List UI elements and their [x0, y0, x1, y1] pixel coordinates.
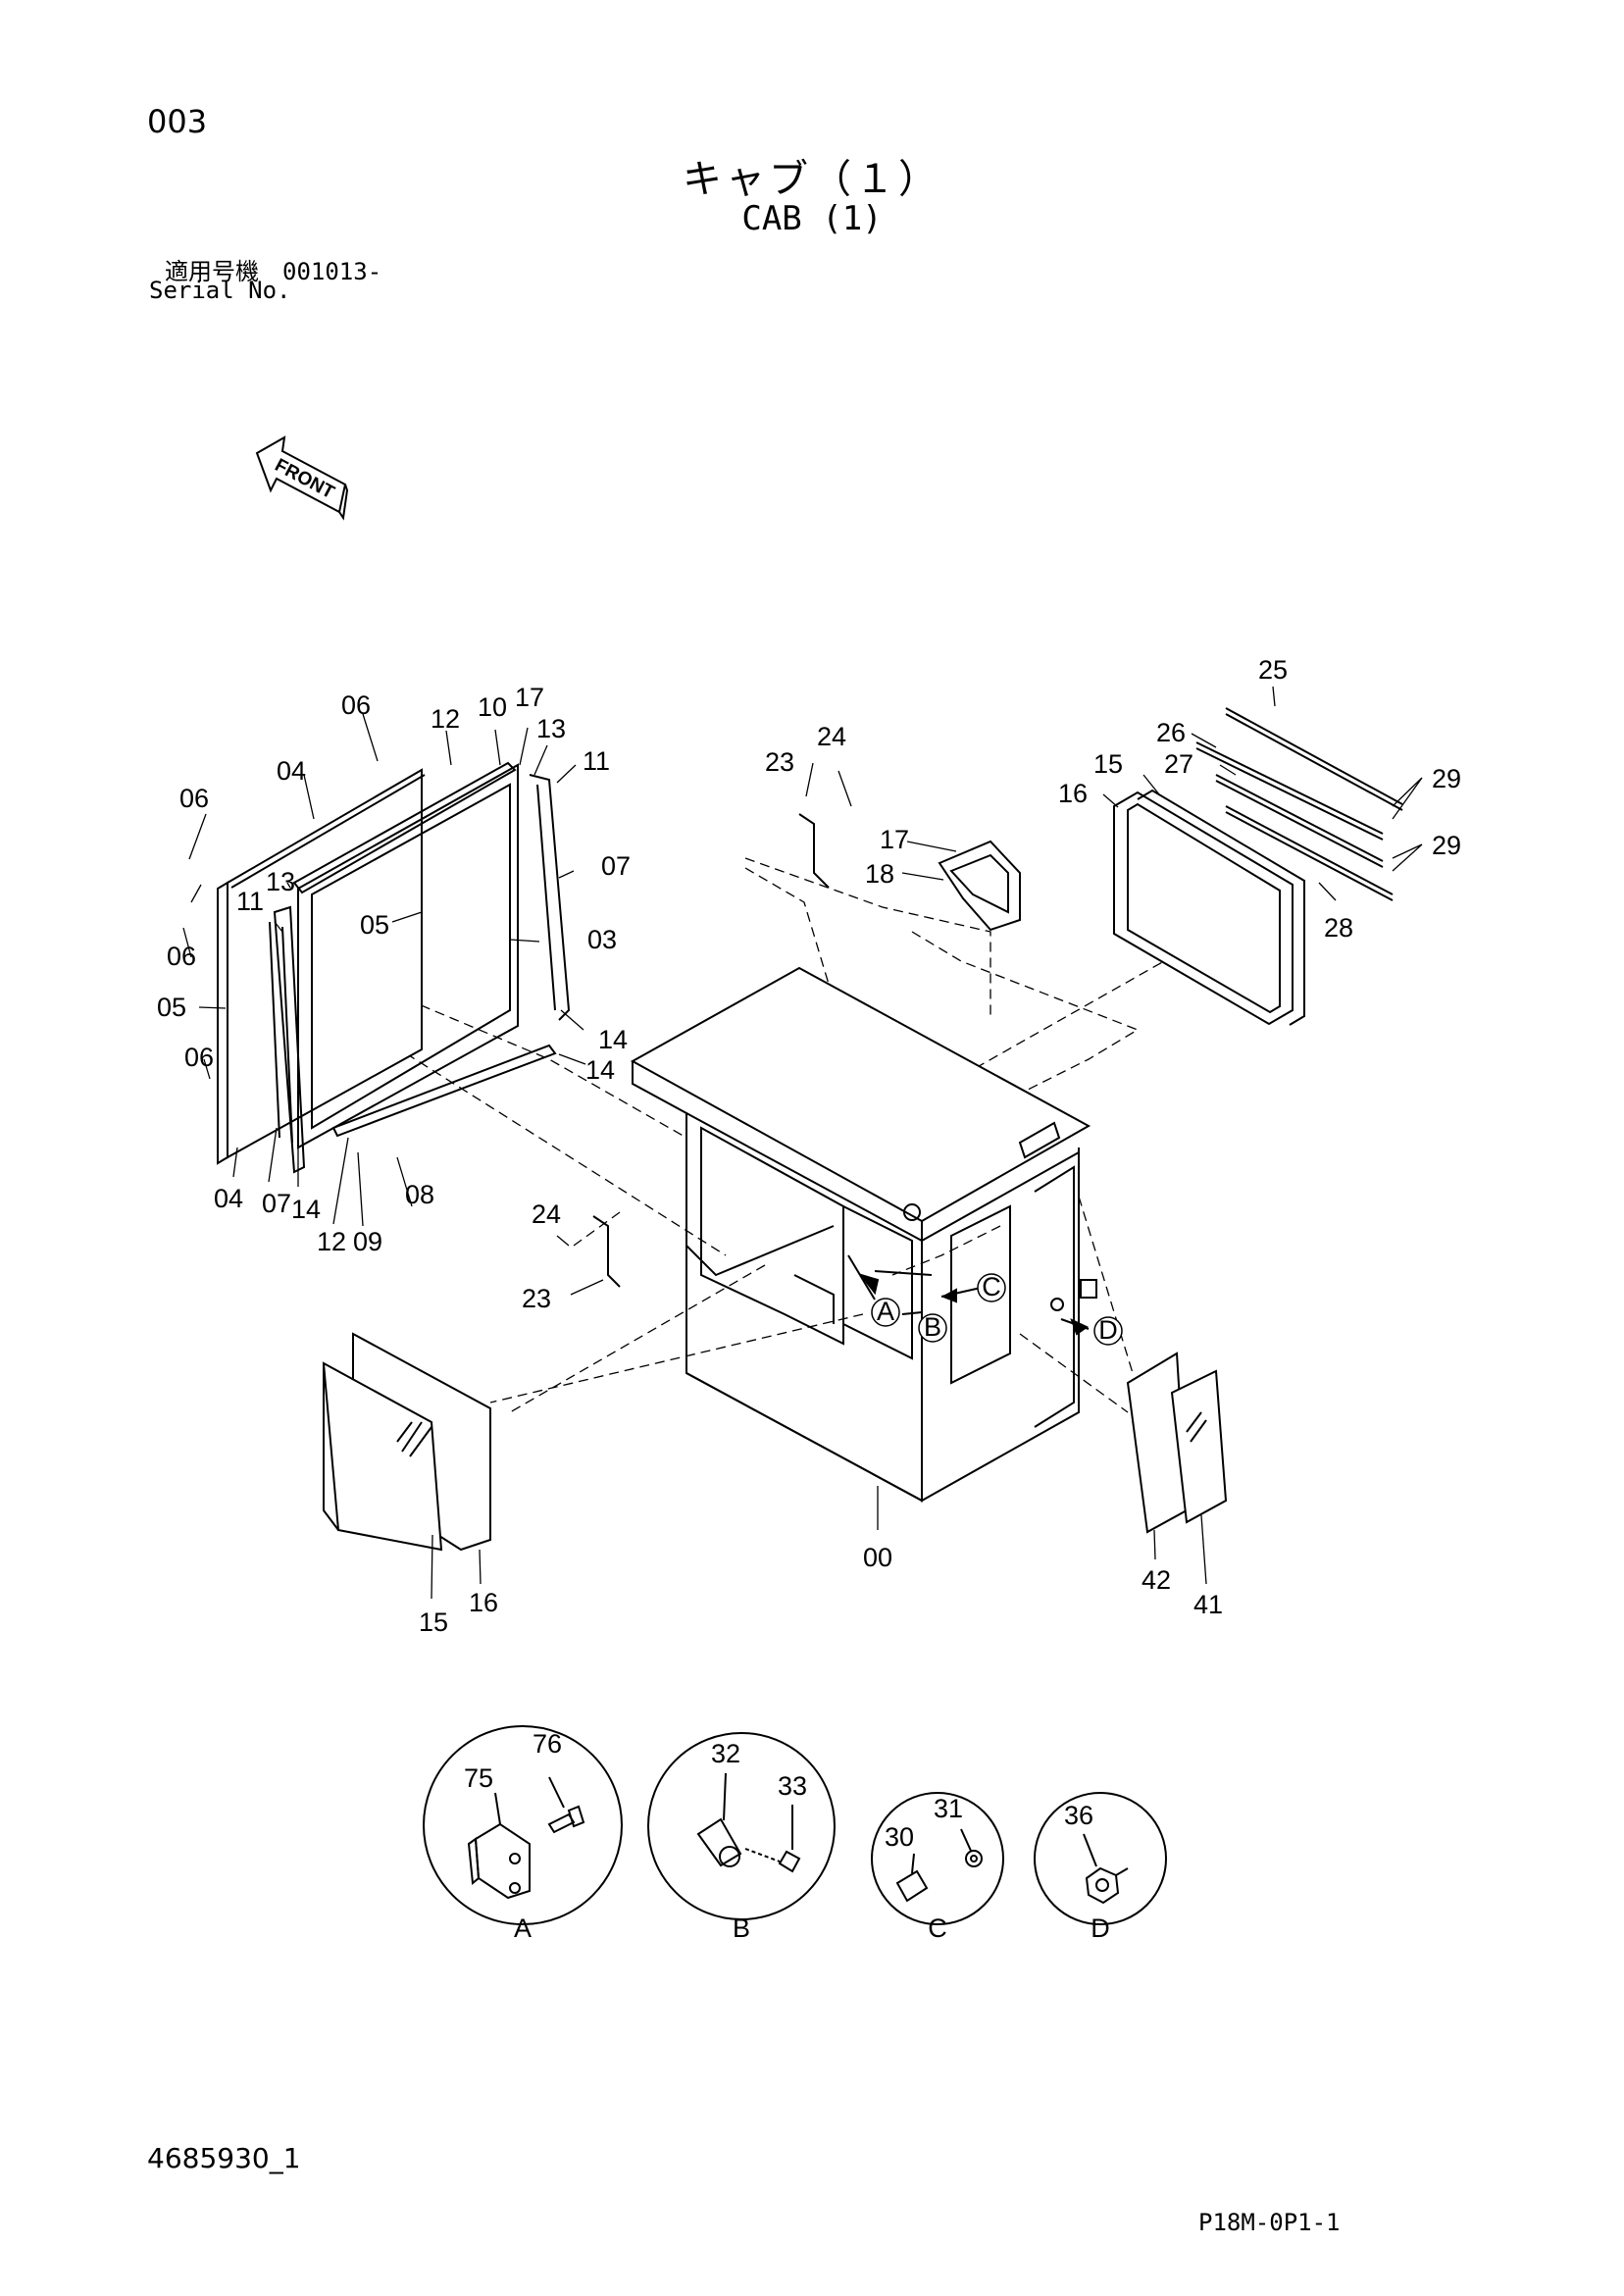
front-arrow-icon: FRONT	[255, 435, 349, 521]
front-glass-assembly	[322, 1332, 491, 1552]
callout-06: 06	[167, 942, 196, 971]
callout-29: 29	[1432, 831, 1461, 860]
door-frame-assembly	[217, 761, 571, 1174]
handle-part-23	[592, 813, 830, 1288]
callout-17: 17	[515, 683, 544, 712]
callout-14: 14	[585, 1055, 615, 1085]
callout-17: 17	[880, 825, 909, 854]
page-number: 003	[147, 103, 208, 140]
callout-04: 04	[214, 1184, 243, 1213]
detail-view-a: 75 76 A	[423, 1725, 623, 1943]
callout-18: 18	[865, 859, 894, 889]
serial-label-japanese: 適用号機 001013-	[165, 258, 382, 285]
callout-13: 13	[266, 867, 295, 896]
callout-06: 06	[179, 784, 209, 813]
callout-06: 06	[184, 1043, 214, 1072]
serial-label-english: Serial No.	[149, 277, 291, 304]
right-window-glass	[1113, 789, 1305, 1026]
callout-12: 12	[431, 704, 460, 734]
callout-11: 11	[583, 746, 610, 776]
callout-08: 08	[405, 1180, 434, 1209]
callout-16: 16	[1058, 779, 1088, 808]
side-glass-assembly	[1126, 1352, 1228, 1534]
callout-13: 13	[536, 714, 566, 743]
callout-23: 23	[765, 747, 794, 777]
callout-25: 25	[1258, 655, 1288, 685]
detail-view-c: 30 31 C	[871, 1792, 1004, 1943]
detail-view-b: 32 33 B	[647, 1732, 836, 1943]
callout-12: 12	[317, 1227, 346, 1256]
callout-15: 15	[419, 1607, 448, 1637]
detail-d-part-36: 36	[1064, 1801, 1093, 1830]
detail-view-d: 36 D	[1034, 1792, 1167, 1943]
callout-29: 29	[1432, 764, 1461, 793]
detail-c-part-30: 30	[885, 1822, 914, 1852]
callout-05: 05	[157, 993, 186, 1022]
view-marker-circles	[871, 1273, 1123, 1346]
page-title-english: CAB (1)	[741, 199, 883, 238]
callout-23: 23	[522, 1284, 551, 1313]
callout-09: 09	[353, 1227, 382, 1256]
detail-d-label: D	[1091, 1913, 1110, 1943]
callout-06: 06	[341, 690, 371, 720]
detail-a-part-75: 75	[464, 1763, 493, 1793]
rail-parts	[1195, 707, 1403, 901]
detail-a-part-76: 76	[533, 1729, 562, 1759]
cab-body	[630, 966, 1097, 1503]
callout-24: 24	[817, 722, 846, 751]
view-marker-d: D	[1098, 1315, 1118, 1345]
sheet-code: P18M-0P1-1	[1198, 2209, 1341, 2236]
view-marker-c: C	[982, 1272, 1001, 1301]
callout-labels: 06 12 10 17 13 11 04 06 13 11 07 05 03 0…	[157, 655, 1461, 1637]
callout-00: 00	[863, 1543, 892, 1572]
callout-07: 07	[601, 851, 631, 881]
callout-28: 28	[1324, 913, 1353, 943]
callout-15: 15	[1093, 749, 1123, 779]
callout-05: 05	[360, 910, 389, 940]
document-number: 4685930_1	[147, 2142, 301, 2174]
leader-lines	[182, 686, 1423, 1600]
callout-03: 03	[587, 925, 617, 954]
detail-b-part-32: 32	[711, 1739, 740, 1768]
detail-c-label: C	[928, 1913, 947, 1943]
view-marker-arrows	[847, 1254, 1090, 1336]
view-marker-a: A	[877, 1297, 894, 1326]
callout-24: 24	[532, 1199, 561, 1229]
callout-27: 27	[1164, 749, 1193, 779]
callout-26: 26	[1156, 718, 1186, 747]
detail-b-label: B	[733, 1913, 750, 1943]
view-markers: A B C D	[877, 1272, 1118, 1345]
page-title-japanese: キャブ（１）	[683, 157, 941, 202]
callout-42: 42	[1142, 1565, 1171, 1595]
callout-11: 11	[236, 887, 264, 916]
callout-10: 10	[478, 692, 507, 722]
detail-c-part-31: 31	[934, 1794, 963, 1823]
detail-b-part-33: 33	[778, 1771, 807, 1801]
view-marker-b: B	[924, 1312, 941, 1342]
detail-a-label: A	[514, 1913, 532, 1943]
callout-41: 41	[1193, 1590, 1223, 1619]
callout-14: 14	[291, 1195, 321, 1224]
callout-16: 16	[469, 1588, 498, 1617]
callout-04: 04	[277, 756, 306, 786]
callout-07: 07	[262, 1189, 291, 1218]
small-window-seal	[938, 840, 1021, 932]
callout-14: 14	[598, 1025, 628, 1054]
